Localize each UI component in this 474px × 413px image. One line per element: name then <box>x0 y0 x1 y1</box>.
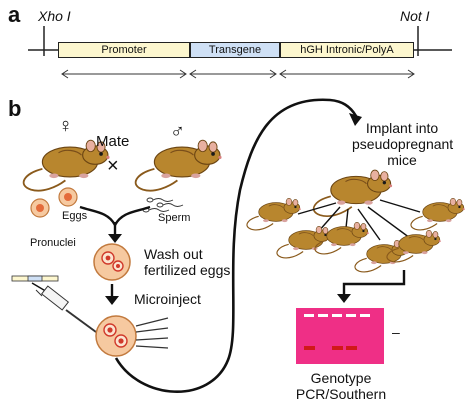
genotype-label: Genotype PCR/Southern <box>295 370 387 402</box>
promoter-segment: Promoter <box>58 42 190 58</box>
mate-label: Mate <box>96 133 130 150</box>
cross-symbol: × <box>107 155 119 177</box>
transgene-segment: Transgene <box>190 42 280 58</box>
foster-mother <box>312 169 393 217</box>
gel-arrow <box>342 270 406 296</box>
male-symbol: ♂ <box>170 121 185 143</box>
merge-arrow <box>79 205 151 226</box>
gel-image <box>296 308 384 364</box>
xho-site-label: Xho I <box>38 8 71 24</box>
female-symbol: ♀ <box>58 115 73 137</box>
fertilized-egg <box>93 243 131 281</box>
microinject-label: Microinject <box>134 291 201 307</box>
polya-segment: hGH Intronic/PolyA <box>280 42 414 58</box>
gel-minus-label: – <box>392 324 400 340</box>
transfer-arrow <box>114 98 358 393</box>
panel-a-letter: a <box>8 2 21 27</box>
not-site-label: Not I <box>400 8 430 24</box>
injected-egg <box>95 315 137 357</box>
implant-label: Implant into pseudopregnant mice <box>352 120 454 168</box>
male-mouse <box>134 139 223 192</box>
dna-construct <box>11 275 59 282</box>
sperm-label: Sperm <box>158 212 191 224</box>
pup-1 <box>246 197 302 231</box>
sperm <box>142 197 184 213</box>
syringe <box>35 285 97 333</box>
holding-pipette <box>135 317 169 349</box>
wash-out-label: Wash out fertilized eggs <box>144 246 231 278</box>
pup-6 <box>410 197 466 231</box>
panel-b-letter: b <box>8 96 22 121</box>
pronuclei-label: Pronuclei <box>30 237 76 249</box>
eggs-label: Eggs <box>62 210 88 222</box>
eggs <box>30 187 78 218</box>
